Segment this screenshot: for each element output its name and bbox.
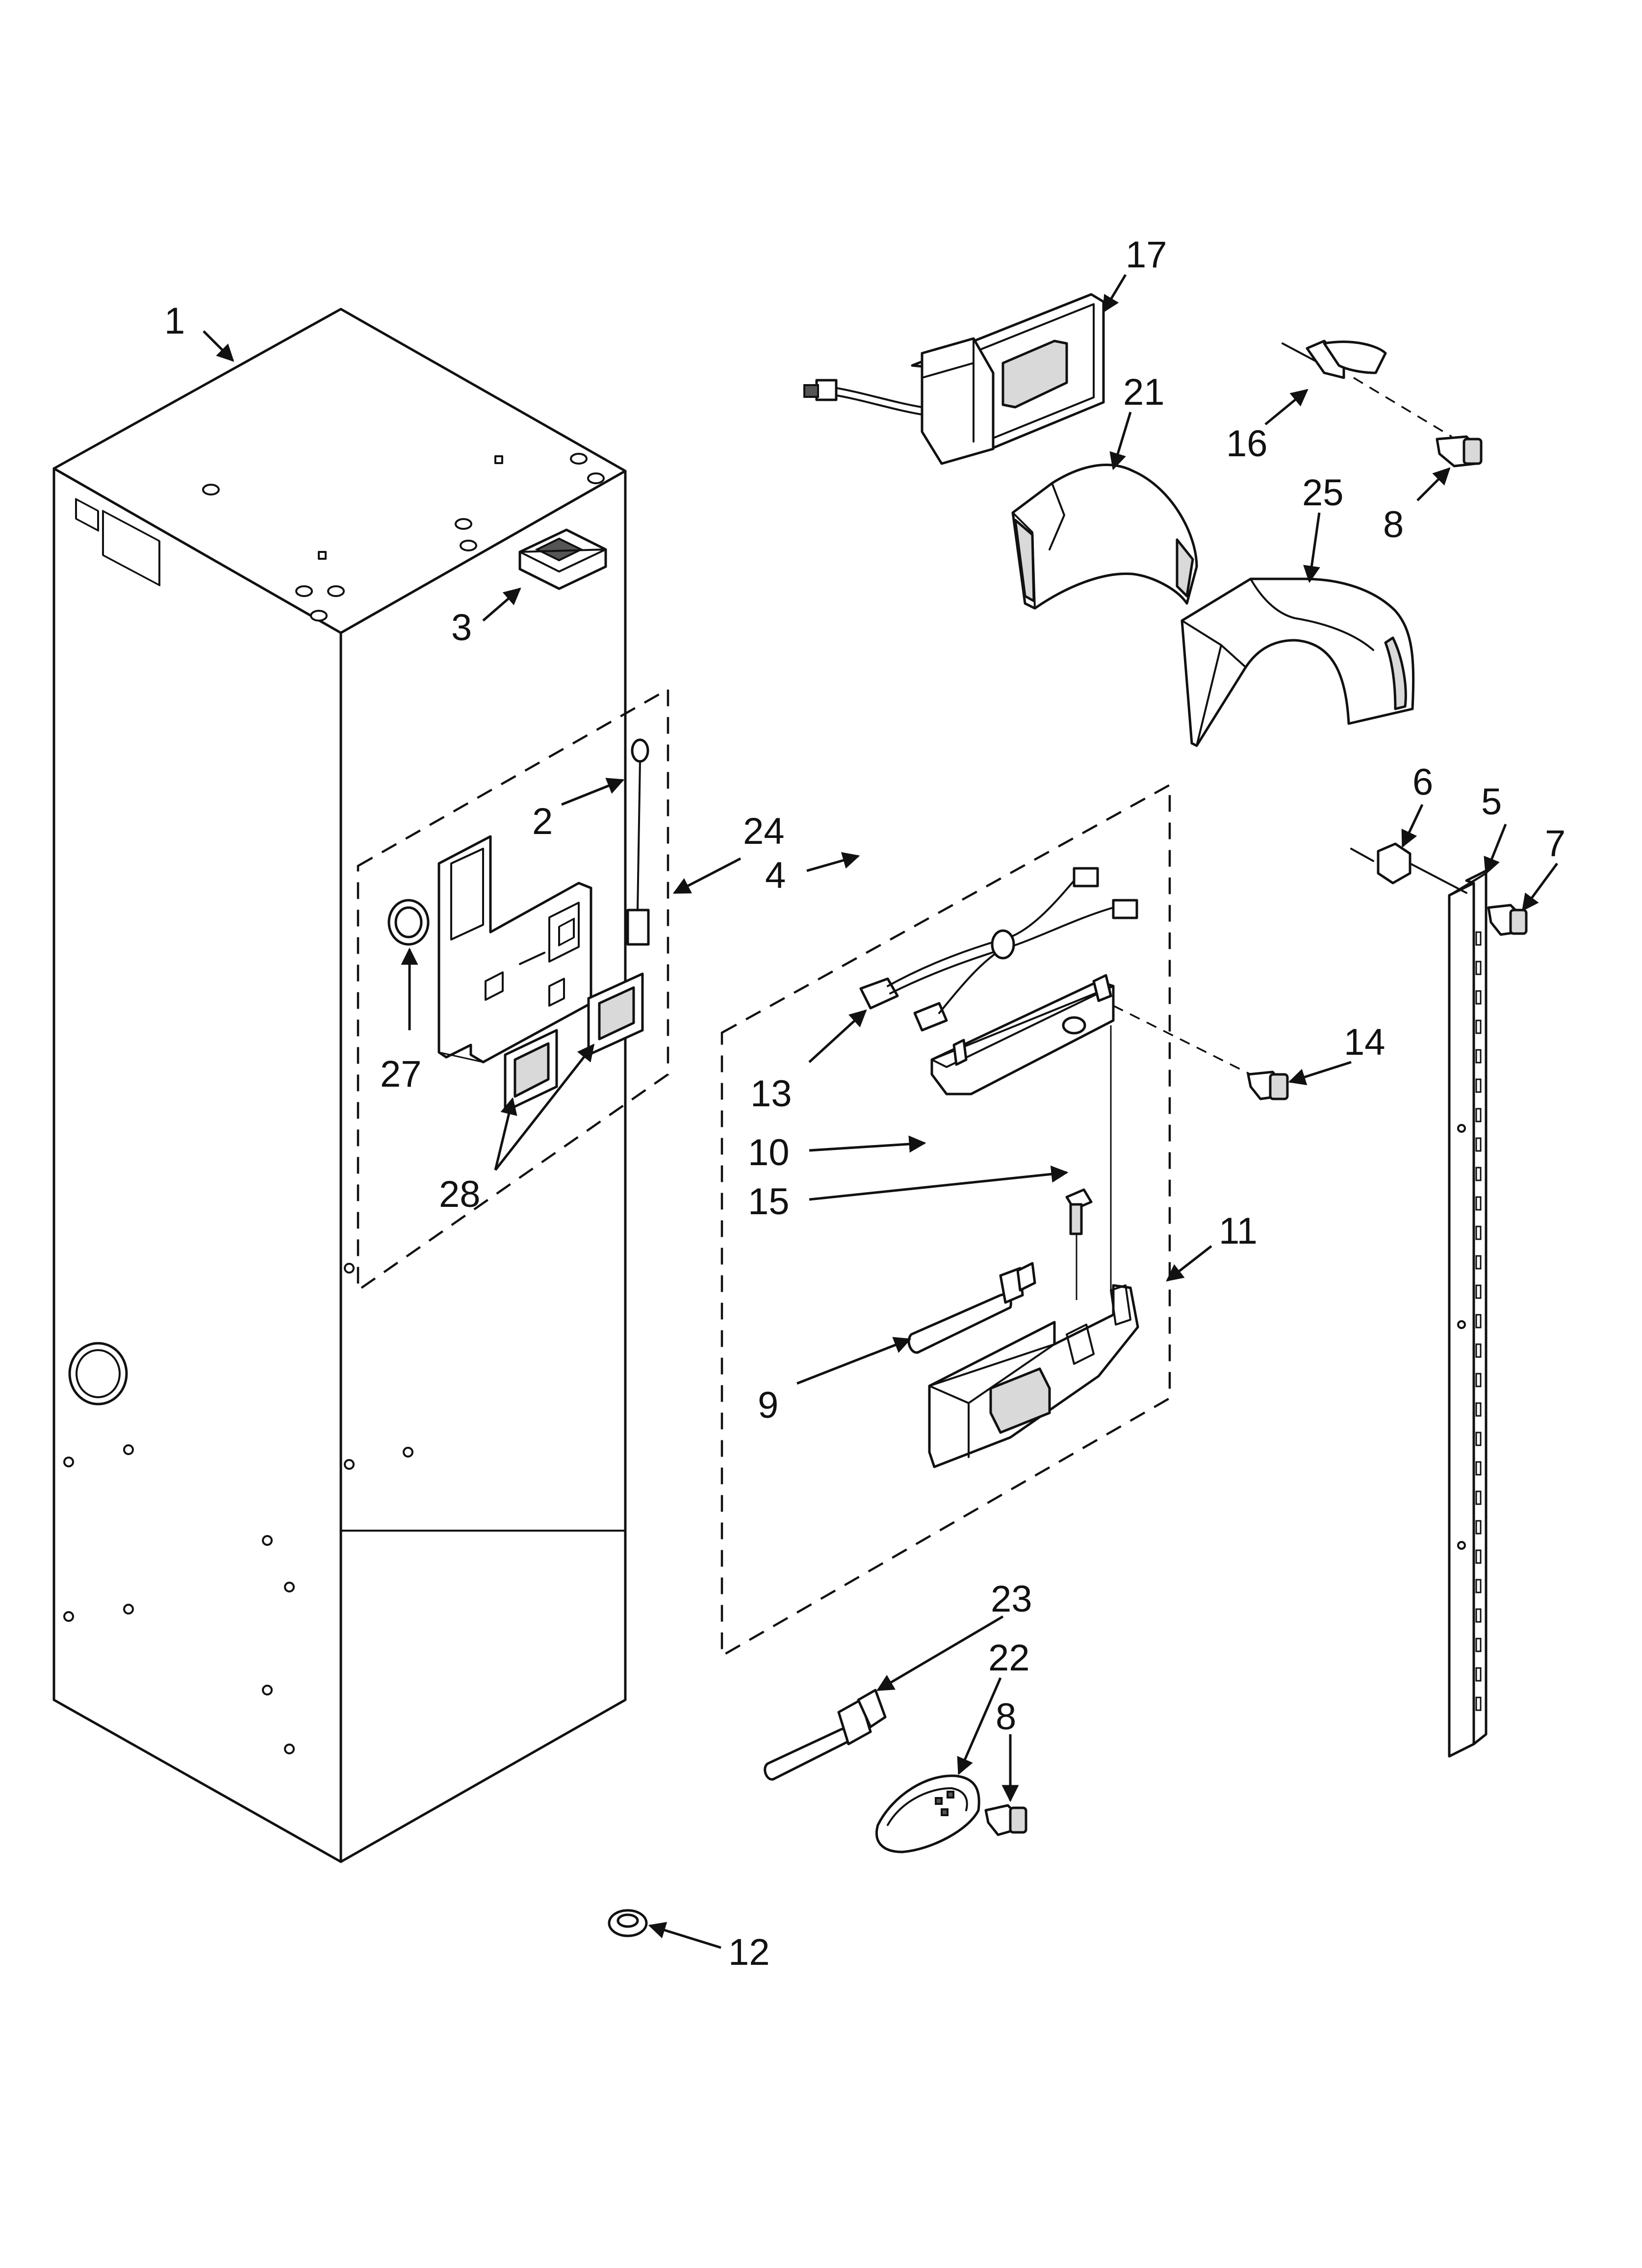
callout-24: 24 [743,810,785,852]
callout-1: 1 [164,300,185,342]
rail-slot [1475,1490,1482,1505]
rail-slot [1475,1314,1482,1329]
rail-slot [1475,1137,1482,1152]
leader-16 [1264,389,1308,425]
callout-3: 3 [451,607,472,649]
leader-23 [876,1615,1004,1692]
callout-labels: 1 2 3 4 5 6 7 8 8 9 10 11 12 13 14 15 16… [164,234,1565,1973]
leader-25 [1303,512,1321,583]
rail-slot [1475,1432,1482,1446]
heater-assembly-part-17 [803,293,1105,465]
callout-27: 27 [380,1053,422,1095]
leader-4 [806,852,860,872]
duct-cover-part-25 [1180,577,1415,747]
duct-part-21 [1011,464,1198,610]
cabinet-part-1 [52,308,627,1863]
leader-2 [561,778,625,806]
screw-part-14 [1247,1070,1289,1100]
rail-hole [1457,1320,1466,1329]
callout-14: 14 [1344,1021,1385,1063]
leader-arrows [203,274,1559,1949]
rail-slot [1475,990,1482,1005]
leader-21 [1109,412,1132,470]
rail-slot [1475,1696,1482,1711]
sensor-part-23 [764,1689,887,1781]
leader-22 [957,1677,1002,1775]
rail-slot [1475,1078,1482,1093]
control-housing-group-24 [357,687,669,1293]
rail-hole [1457,1541,1466,1550]
rail-slot [1475,1461,1482,1476]
rail-part-5 [1448,869,1488,1758]
rail-slot [1475,1108,1482,1122]
callout-5: 5 [1481,781,1502,823]
callout-21: 21 [1123,371,1165,413]
callout-9: 9 [758,1384,778,1426]
leader-10 [809,1135,926,1153]
rail-slot [1475,1049,1482,1064]
leader-17 [1102,274,1127,313]
callout-13: 13 [750,1073,792,1115]
callout-10: 10 [748,1132,790,1173]
leader-9 [796,1337,912,1385]
leader-3 [482,587,521,622]
rail-slot [1475,1402,1482,1417]
rail-slot [1475,1167,1482,1181]
rail-slot [1475,1667,1482,1682]
rail-slot [1475,1284,1482,1299]
callout-4: 4 [765,855,786,896]
rail-slot [1475,961,1482,975]
grommet-part-12 [608,1909,648,1937]
callout-7: 7 [1545,823,1565,864]
clip-part-6 [1350,842,1467,894]
cover-part-22 [875,1774,980,1853]
leader-11 [1166,1245,1212,1282]
callout-17: 17 [1126,234,1167,276]
rail-slot [1475,1225,1482,1240]
rail-slot [1475,1608,1482,1623]
rail-slot [1475,1520,1482,1535]
latch-part-3 [518,528,607,590]
callout-2: 2 [532,801,553,842]
screw-part-7 [1487,904,1528,936]
leader-7 [1521,862,1559,912]
callout-15: 15 [748,1181,790,1223]
leader-14 [1288,1061,1352,1086]
rail-slot [1475,1549,1482,1564]
callout-8b: 8 [996,1696,1016,1738]
callout-11: 11 [1219,1210,1257,1252]
leader-5 [1484,824,1507,875]
rail-slot [1475,1343,1482,1358]
rail-hole [1457,1124,1466,1133]
rail-slot [1475,1373,1482,1387]
callout-28: 28 [439,1173,481,1215]
leader-8a [1416,467,1451,501]
control-box-group-11 [720,783,1256,1658]
callout-16: 16 [1226,423,1268,465]
rail-slot [1475,1019,1482,1034]
leader-1 [203,330,234,362]
callout-23: 23 [991,1578,1032,1620]
rail-slot [1475,1638,1482,1652]
callout-25: 25 [1302,472,1344,514]
rail-slot [1475,1579,1482,1593]
leader-6 [1401,804,1424,848]
leader-24 [672,857,742,894]
callout-6: 6 [1412,761,1433,803]
leader-12 [648,1922,721,1949]
leader-28b [494,1043,595,1171]
rail-slot [1475,931,1482,946]
screw-part-8-bottom [984,1804,1027,1836]
screw-part-8-top [1436,435,1483,468]
leader-15 [809,1165,1069,1201]
leader-13 [808,1009,867,1063]
callout-8a: 8 [1383,504,1404,546]
leader-28a [494,1097,517,1171]
callout-12: 12 [728,1931,770,1973]
rail-slot [1475,1255,1482,1270]
rail-slot [1475,1196,1482,1211]
clip-part-16 [1282,339,1452,438]
callout-22: 22 [988,1637,1030,1679]
